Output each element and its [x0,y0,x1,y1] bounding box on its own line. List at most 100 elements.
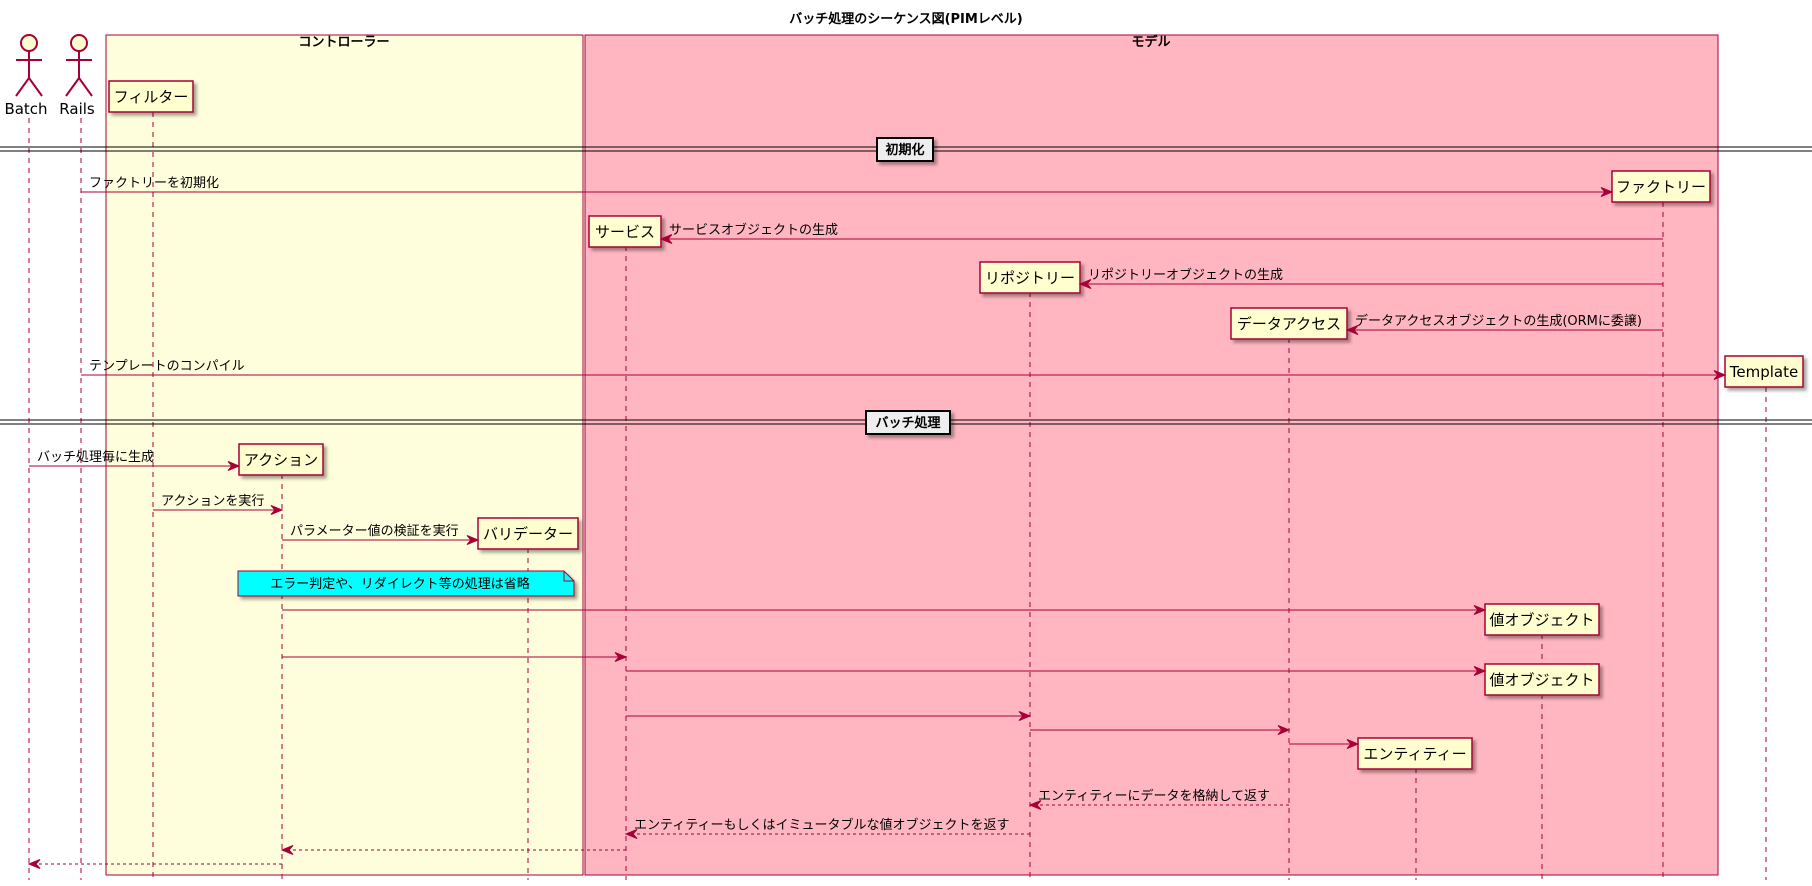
participant-service: サービス [588,215,662,248]
message-m8-arrowhead [466,535,480,545]
message-m7-arrowhead [270,505,284,515]
participant-repository-box [979,261,1081,294]
participant-filter-label: フィルター [114,88,189,106]
controller-box-frame [105,34,584,876]
participant-repository: リポジトリー [979,261,1081,294]
participant-template: Template [1724,355,1804,388]
message-m6-arrowhead [227,461,241,471]
participant-action: アクション [238,443,324,476]
participant-validator: バリデーター [477,517,579,550]
message-m3: リポジトリーオブジェクトの生成 [1078,267,1663,289]
participant-dataaccess-box [1230,307,1348,340]
divider-init-label: 初期化 [885,142,924,158]
note-text: エラー判定や、リダイレクト等の処理は省略 [270,576,530,592]
participant-factory-label: ファクトリー [1616,178,1706,196]
message-m16-arrowhead [624,829,638,839]
actor-rails [65,34,93,97]
message-m18-arrowhead [27,859,41,869]
message-m6: バッチ処理毎に生成 [29,449,241,471]
note-corner-fold [563,571,574,582]
participant-template-box [1724,355,1804,388]
message-m17-arrowhead [280,845,294,855]
controller-box: コントローラー [105,34,584,876]
participant-entity-box [1357,737,1473,770]
divider-batch: バッチ処理 [0,410,1812,435]
diagram-title: バッチ処理のシーケンス図(PIMレベル) [789,11,1023,27]
message-m7-label: アクションを実行 [161,493,264,509]
participant-template-label: Template [1729,363,1798,381]
message-m2-arrowhead [659,234,673,244]
message-m14 [1289,739,1360,749]
message-m12 [626,711,1032,721]
participant-factory: ファクトリー [1611,170,1711,203]
message-m5-label: テンプレートのコンパイル [89,359,245,374]
participant-validator-box [477,517,579,550]
participant-valueobj2: 値オブジェクト [1484,663,1600,696]
message-m1-label: ファクトリーを初期化 [89,176,219,191]
message-m1-arrowhead [1600,187,1614,197]
message-m13 [1030,725,1291,735]
participant-service-box [588,215,662,248]
participant-valueobj2-label: 値オブジェクト [1489,671,1594,689]
message-m16-label: エンティティーもしくはイミュータブルな値オブジェクトを返す [634,817,1009,833]
message-m11 [626,666,1487,676]
message-m13-arrowhead [1277,725,1291,735]
message-m15-label: エンティティーにデータを格納して返す [1038,788,1270,804]
message-m3-arrowhead [1078,279,1092,289]
message-m11-arrowhead [1473,666,1487,676]
divider-init-box [876,137,934,162]
model-box-label: モデル [1131,34,1170,50]
actor-batch [15,34,43,97]
note: エラー判定や、リダイレクト等の処理は省略 [237,570,575,597]
actor-batch-label: Batch [4,100,47,118]
controller-box-label: コントローラー [298,35,389,50]
message-m15: エンティティーにデータを格納して返す [1028,788,1289,810]
message-m10-arrowhead [614,652,628,662]
participant-entity-label: エンティティー [1363,745,1466,763]
message-m2: サービスオブジェクトの生成 [659,222,1663,244]
note-shape [237,570,575,597]
participant-action-box [238,443,324,476]
message-m5: テンプレートのコンパイル [81,359,1727,380]
participant-action-label: アクション [244,451,318,469]
message-m1: ファクトリーを初期化 [81,176,1614,197]
participant-filter: フィルター [108,80,194,113]
actor-batch-legs [15,76,43,97]
message-m3-label: リポジトリーオブジェクトの生成 [1088,267,1283,283]
divider-init: 初期化 [0,137,1812,162]
message-m4: データアクセスオブジェクトの生成(ORMに委譲) [1345,313,1663,335]
participant-validator-label: バリデーター [483,525,573,543]
actor-rails-head [70,34,88,52]
message-m9 [282,605,1487,615]
participant-dataaccess-label: データアクセス [1237,315,1341,333]
message-m8-label: パラメーター値の検証を実行 [290,523,459,539]
participant-valueobj1: 値オブジェクト [1484,603,1600,636]
message-m18 [27,859,282,869]
message-m7: アクションを実行 [153,493,284,515]
message-m4-label: データアクセスオブジェクトの生成(ORMに委譲) [1355,313,1642,329]
message-m15-arrowhead [1028,800,1042,810]
message-m5-arrowhead [1713,370,1727,380]
actor-rails-label: Rails [59,100,95,118]
model-box-frame [584,34,1719,876]
message-m17 [280,845,626,855]
participant-valueobj1-box [1484,603,1600,636]
message-m16: エンティティーもしくはイミュータブルな値オブジェクトを返す [624,817,1030,839]
message-m8: パラメーター値の検証を実行 [282,523,480,545]
participant-factory-box [1611,170,1711,203]
participant-dataaccess: データアクセス [1230,307,1348,340]
message-m6-label: バッチ処理毎に生成 [37,449,154,465]
divider-batch-box [865,410,951,435]
participant-service-label: サービス [595,223,655,241]
participant-repository-label: リポジトリー [985,269,1075,287]
message-m2-label: サービスオブジェクトの生成 [669,222,838,238]
actor-batch-head [20,34,38,52]
actor-rails-legs [65,76,93,97]
participant-entity: エンティティー [1357,737,1473,770]
message-m4-arrowhead [1345,325,1359,335]
participant-valueobj2-box [1484,663,1600,696]
divider-batch-label: バッチ処理 [875,415,940,431]
messages: ファクトリーを初期化サービスオブジェクトの生成リポジトリーオブジェクトの生成デー… [27,176,1727,869]
model-box: モデル [584,34,1719,876]
